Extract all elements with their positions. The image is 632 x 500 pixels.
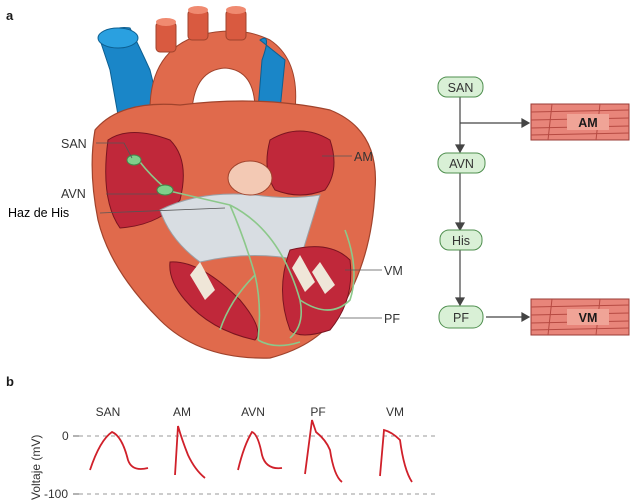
heart-illustration xyxy=(92,6,375,358)
flow-node-pf-label: PF xyxy=(453,311,469,325)
ap-trace-san xyxy=(90,432,148,470)
arrowhead-am xyxy=(522,119,529,127)
muscle-block-am: AM xyxy=(531,104,629,140)
flow-node-avn-label: AVN xyxy=(449,157,474,171)
ap-label-san: SAN xyxy=(96,405,121,419)
label-pf: PF xyxy=(384,312,400,326)
aortic-branch-1 xyxy=(156,22,176,52)
muscle-am-label: AM xyxy=(578,116,597,130)
label-his: Haz de His xyxy=(8,206,69,220)
label-san: SAN xyxy=(61,137,87,151)
branch-top-3 xyxy=(226,6,246,14)
label-avn: AVN xyxy=(61,187,86,201)
aortic-valve xyxy=(228,161,272,195)
ap-trace-avn xyxy=(238,432,282,470)
arrowhead-avn xyxy=(456,145,464,152)
left-ventricle xyxy=(283,247,351,335)
flow-node-san-label: SAN xyxy=(448,81,474,95)
label-am: AM xyxy=(354,150,373,164)
flow-node-pf: PF xyxy=(439,306,483,328)
muscle-block-vm: VM xyxy=(531,299,629,335)
tick-minus100: -100 xyxy=(44,487,68,500)
flow-diagram: SAN AVN His PF AM xyxy=(438,77,629,335)
ap-trace-vm xyxy=(380,430,412,482)
ap-label-am: AM xyxy=(173,405,191,419)
san-node xyxy=(127,155,141,165)
ap-traces xyxy=(90,420,412,482)
flow-arrows xyxy=(456,97,529,321)
aortic-branch-3 xyxy=(226,10,246,40)
ap-trace-am xyxy=(175,426,205,478)
ap-label-avn: AVN xyxy=(241,405,265,419)
tick-0: 0 xyxy=(62,429,69,443)
aortic-branch-2 xyxy=(188,10,208,40)
flow-node-san: SAN xyxy=(438,77,483,97)
arrowhead-pf xyxy=(456,298,464,305)
branch-top-2 xyxy=(188,6,208,14)
vena-cava-opening xyxy=(98,28,138,48)
ap-trace-pf xyxy=(305,420,342,482)
branch-top-1 xyxy=(156,18,176,26)
avn-node xyxy=(157,185,173,195)
flow-node-avn: AVN xyxy=(438,153,485,173)
ap-label-vm: VM xyxy=(386,405,404,419)
ap-label-pf: PF xyxy=(310,405,325,419)
y-axis-label: Voltaje (mV) xyxy=(29,435,43,500)
panel-label-b: b xyxy=(6,374,14,389)
arrowhead-his xyxy=(456,223,464,230)
label-vm: VM xyxy=(384,264,403,278)
panel-label-a: a xyxy=(6,8,14,23)
flow-node-his: His xyxy=(440,230,482,250)
muscle-vm-label: VM xyxy=(579,311,598,325)
left-atrium xyxy=(267,131,334,195)
arrowhead-vm xyxy=(522,313,529,321)
flow-node-his-label: His xyxy=(452,234,470,248)
